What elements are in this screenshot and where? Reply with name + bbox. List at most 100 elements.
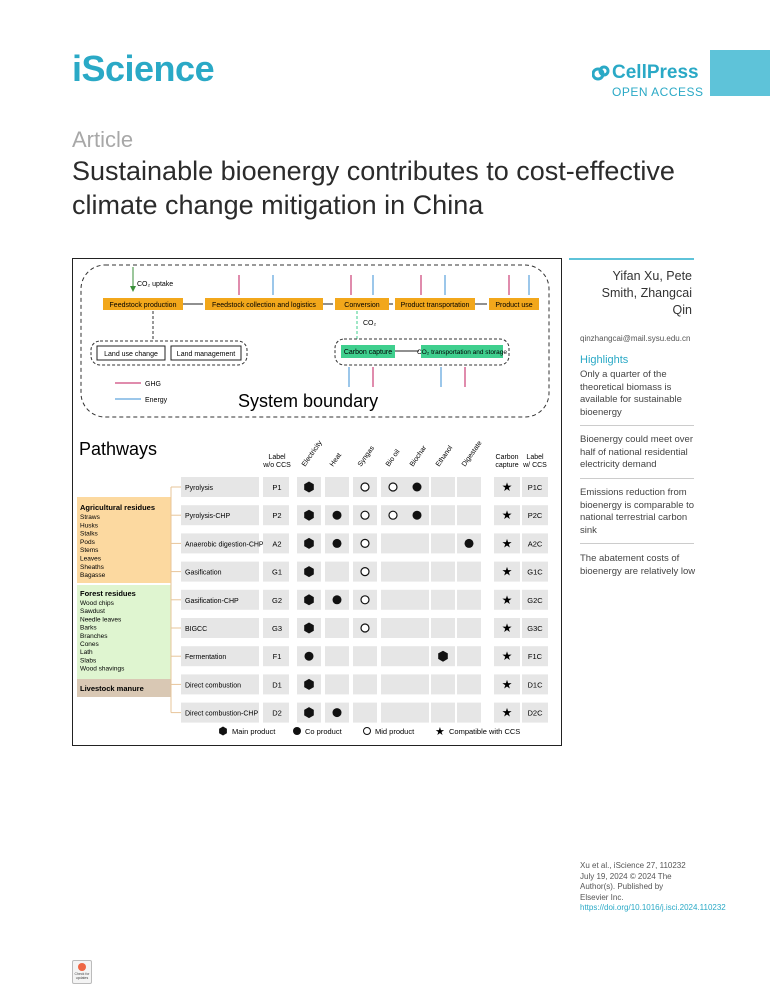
- publisher-name: CellPress: [612, 62, 699, 83]
- pathway-name-cell: [181, 646, 259, 667]
- pathway-label-ccs: A2C: [528, 539, 543, 548]
- product-cell: [457, 702, 481, 723]
- legend-mid-icon: [363, 727, 371, 735]
- forest-item: Cones: [80, 641, 100, 648]
- pathway-name: Gasification: [185, 570, 222, 577]
- label-cell: [263, 702, 289, 723]
- highlight-3: Emissions reduction from bioenergy is co…: [580, 487, 695, 536]
- check-for-updates-badge[interactable]: Check for updates: [72, 960, 92, 984]
- mid-product-mark: [388, 510, 398, 520]
- ccs-star-icon: ★: [502, 536, 513, 550]
- label-ccs-cell: [522, 674, 548, 695]
- label-cell: [263, 505, 289, 526]
- ccs-star-icon: ★: [502, 565, 513, 579]
- pathway-name: Fermentation: [185, 654, 226, 661]
- agri-item: Husks: [80, 522, 99, 529]
- col-header-capture: Carbon: [496, 454, 519, 461]
- divider: [580, 425, 694, 426]
- doi-link[interactable]: https://doi.org/10.1016/j.isci.2024.1102…: [580, 903, 726, 912]
- pathway-name: Direct combustion-CHP: [185, 711, 258, 718]
- conversion-box: Conversion: [335, 298, 389, 310]
- land-group-frame: [90, 340, 248, 366]
- feedstock-production-box: Feedstock production: [103, 298, 183, 310]
- label-ccs-cell: [522, 505, 548, 526]
- col-header-label: w/o CCS: [262, 462, 291, 469]
- livestock-title: Livestock manure: [80, 684, 144, 693]
- main-product-mark: [304, 594, 314, 606]
- product-cell: [381, 618, 405, 638]
- citation-line: July 19, 2024 © 2024 The Author(s). Publ…: [580, 871, 672, 902]
- ccs-cell: [494, 477, 520, 497]
- col-header-product: Electricity: [301, 439, 324, 468]
- label-ccs-cell: [522, 533, 548, 554]
- cellpress-logo-icon: [592, 65, 610, 81]
- pathway-label-ccs: D2C: [527, 709, 543, 718]
- product-cell: [431, 533, 455, 554]
- product-cell: [405, 561, 429, 582]
- col-header-product: Heat: [329, 452, 343, 468]
- col-header-label-ccs: w/ CCS: [522, 462, 547, 469]
- pathway-label-ccs: P2C: [528, 511, 543, 520]
- product-cell: [457, 477, 481, 497]
- sidebar-rule: [569, 258, 694, 260]
- svg-text:Feedstock collection and logis: Feedstock collection and logistics: [212, 302, 316, 309]
- legend-co-icon: [293, 727, 301, 735]
- pathway-label-ccs: G1C: [527, 568, 543, 577]
- ccs-cell: [494, 533, 520, 554]
- svg-text:Carbon capture: Carbon capture: [344, 349, 392, 356]
- pathway-label: G2: [272, 596, 282, 605]
- product-cell: [405, 702, 429, 723]
- pathway-name-cell: [181, 618, 259, 638]
- pathways-title: Pathways: [79, 439, 157, 459]
- article-type: Article: [72, 127, 134, 152]
- land-use-change-box: Land use change: [96, 345, 166, 361]
- product-cell: [431, 561, 455, 582]
- main-product-mark: [304, 509, 314, 521]
- forest-item: Branches: [80, 633, 108, 640]
- label-ccs-cell: [522, 702, 548, 723]
- ccs-cell: [494, 646, 520, 667]
- forest-item: Wood chips: [80, 600, 115, 607]
- co-product-mark: [464, 538, 474, 548]
- col-header-product: Digestate: [461, 440, 484, 468]
- mid-product-mark: [360, 623, 370, 633]
- label-ccs-cell: [522, 618, 548, 638]
- forest-title: Forest residues: [80, 589, 136, 598]
- svg-text:CO₂ transportation and storage: CO₂ transportation and storage: [417, 349, 507, 356]
- product-transport-box: Product transportation: [395, 298, 475, 310]
- highlights-title: Highlights: [580, 354, 629, 366]
- product-cell: [431, 702, 455, 723]
- co2-storage-box: CO₂ transportation and storage: [417, 345, 507, 358]
- capture-group-frame: [334, 338, 510, 366]
- graphical-abstract: CO₂ uptake Feedstock production Feedstoc…: [72, 258, 562, 746]
- ccs-star-icon: ★: [502, 706, 513, 720]
- divider: [580, 543, 694, 544]
- product-cell: [457, 646, 481, 667]
- forest-item: Needle leaves: [80, 616, 122, 623]
- pathway-name: BIGCC: [185, 626, 207, 633]
- pathway-label: A2: [272, 539, 281, 548]
- svg-text:Land management: Land management: [177, 351, 235, 358]
- product-cell: [405, 533, 429, 554]
- legend-energy: Energy: [145, 397, 168, 404]
- co-product-mark: [332, 708, 342, 718]
- pathway-label-ccs: G2C: [527, 596, 543, 605]
- product-cell: [381, 674, 405, 695]
- authors: Yifan Xu, Pete Smith, Zhangcai Qin: [601, 269, 692, 317]
- ccs-cell: [494, 505, 520, 526]
- system-boundary-frame: [80, 264, 550, 418]
- agri-item: Sheaths: [80, 564, 105, 571]
- corresponding-email[interactable]: qinzhangcai@mail.sysu.edu.cn: [580, 334, 691, 343]
- divider: [580, 478, 694, 479]
- pathway-label: G3: [272, 624, 282, 633]
- pathway-label: D2: [272, 709, 282, 718]
- highlight-1: Only a quarter of the theoretical biomas…: [580, 369, 682, 418]
- pathway-label: P2: [272, 511, 281, 520]
- pathway-name-cell: [181, 702, 259, 723]
- product-cell: [405, 674, 429, 695]
- open-access-label: OPEN ACCESS: [612, 85, 704, 99]
- system-boundary-label: System boundary: [238, 391, 378, 411]
- pathway-name: Anaerobic digestion-CHP: [185, 541, 264, 548]
- main-product-mark: [304, 622, 314, 634]
- product-cell: [457, 561, 481, 582]
